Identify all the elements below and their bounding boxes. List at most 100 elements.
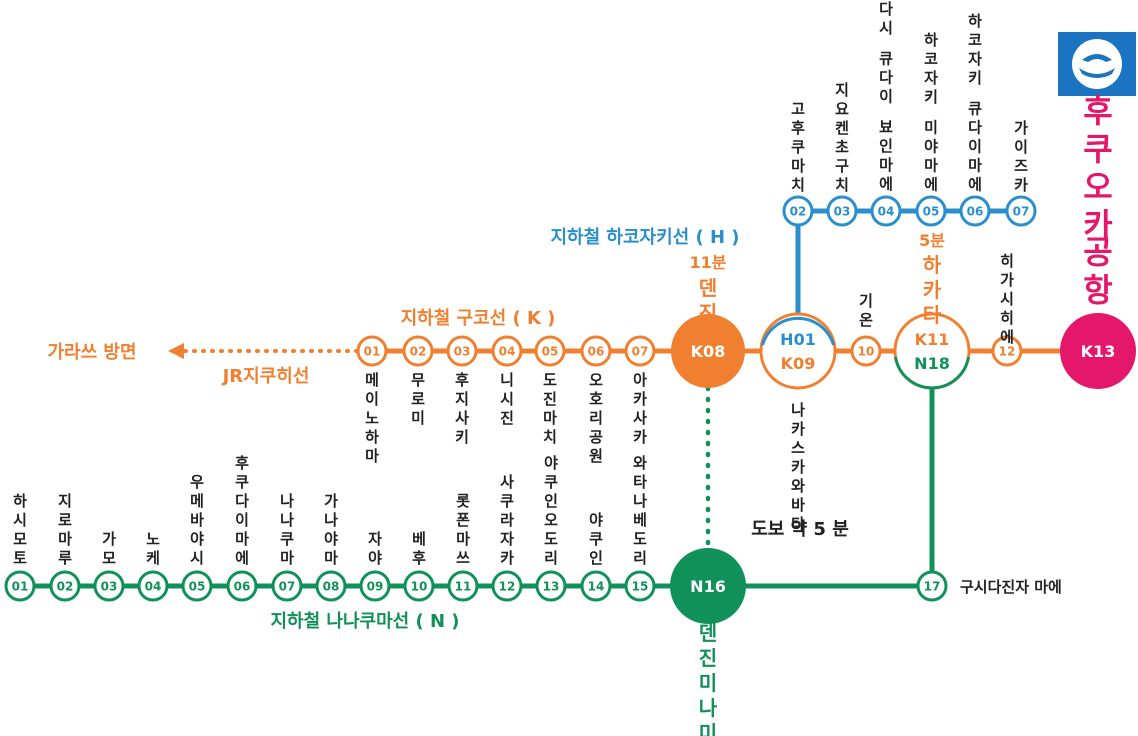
station-code: 04 (145, 580, 162, 594)
station-code: 06 (588, 345, 605, 359)
nanakuma-line-name: 지하철 나나쿠마선 ( N ) (270, 611, 459, 632)
station-k06[interactable]: 06 (580, 335, 612, 367)
station-code: 09 (367, 580, 384, 594)
station-code: 15 (632, 580, 649, 594)
station-k03[interactable]: 03 (446, 335, 478, 367)
hub-tenjinminami[interactable]: N16 (670, 548, 746, 624)
hub-code: K13 (1081, 342, 1116, 361)
station-code: 10 (411, 580, 428, 594)
station-n03[interactable]: 03 (93, 570, 125, 602)
hakozaki-line-name: 지하철 하코자키선 ( H ) (550, 227, 739, 248)
station-n01[interactable]: 01 (4, 570, 36, 602)
station-k10[interactable]: 10 (850, 335, 882, 367)
station-code: 17 (924, 580, 941, 594)
station-code: 02 (790, 205, 807, 219)
station-code: 05 (189, 580, 206, 594)
station-k04[interactable]: 04 (491, 335, 523, 367)
station-k01[interactable]: 01 (356, 335, 388, 367)
airport-sign (1058, 32, 1136, 96)
station-h02[interactable]: 02 (782, 195, 814, 227)
station-h05[interactable]: 05 (915, 195, 947, 227)
hub-code: N16 (690, 577, 726, 596)
station-h03[interactable]: 03 (826, 195, 858, 227)
station-code: 05 (923, 205, 940, 219)
station-code: 05 (542, 345, 559, 359)
karatsu-direction: 가라쓰 방면 (47, 342, 136, 363)
hub-code-top: K11 (915, 330, 950, 349)
station-name-n17: 구시다진자 마에 (960, 578, 1062, 596)
station-code: 04 (499, 345, 516, 359)
station-n05[interactable]: 05 (181, 570, 213, 602)
station-code: 08 (323, 580, 340, 594)
station-n07[interactable]: 07 (271, 570, 303, 602)
station-code: 04 (878, 205, 895, 219)
station-k02[interactable]: 02 (402, 335, 434, 367)
station-h04[interactable]: 04 (870, 195, 902, 227)
station-k07[interactable]: 07 (624, 335, 656, 367)
station-h07[interactable]: 07 (1005, 195, 1037, 227)
station-code: 01 (12, 580, 29, 594)
station-n15[interactable]: 15 (624, 570, 656, 602)
hakata-time: 5분 (919, 231, 945, 250)
station-code: 03 (101, 580, 118, 594)
station-n08[interactable]: 08 (315, 570, 347, 602)
station-code: 07 (632, 345, 649, 359)
station-k05[interactable]: 05 (534, 335, 566, 367)
station-code: 14 (588, 580, 605, 594)
station-code: 06 (234, 580, 251, 594)
station-k12[interactable]: 12 (991, 335, 1023, 367)
hub-hakata[interactable]: K11 N18 (893, 312, 971, 390)
station-n12[interactable]: 12 (491, 570, 523, 602)
station-n09[interactable]: 09 (359, 570, 391, 602)
station-n04[interactable]: 04 (137, 570, 169, 602)
station-code: 12 (999, 345, 1016, 359)
kuko-stations: 01 02 03 04 05 06 07 10 (356, 335, 1023, 367)
station-code: 02 (57, 580, 74, 594)
station-n14[interactable]: 14 (580, 570, 612, 602)
station-code: 06 (967, 205, 984, 219)
station-n06[interactable]: 06 (226, 570, 258, 602)
station-code: 02 (410, 345, 427, 359)
hub-tenjin[interactable]: K08 (671, 314, 745, 388)
hub-airport[interactable]: K13 (1060, 313, 1136, 389)
station-n10[interactable]: 10 (403, 570, 435, 602)
jr-line-label: JR지쿠히선 (221, 366, 310, 387)
station-code: 03 (454, 345, 471, 359)
station-n13[interactable]: 13 (535, 570, 567, 602)
station-n17[interactable]: 17 (916, 570, 948, 602)
station-code: 01 (364, 345, 381, 359)
station-n02[interactable]: 02 (49, 570, 81, 602)
nanakuma-stations: 01 02 03 04 05 06 07 08 (4, 570, 948, 602)
station-code: 12 (499, 580, 516, 594)
hub-code-top: H01 (780, 330, 816, 349)
station-code: 07 (279, 580, 296, 594)
walk-label: 도보 약 5 분 (751, 518, 849, 540)
hub-nakasukawabata[interactable]: H01 K09 (759, 312, 837, 390)
station-n11[interactable]: 11 (447, 570, 479, 602)
hakozaki-stations: 02 03 04 05 06 07 (782, 195, 1037, 227)
hub-code-bottom: K09 (781, 354, 816, 373)
station-h06[interactable]: 06 (959, 195, 991, 227)
